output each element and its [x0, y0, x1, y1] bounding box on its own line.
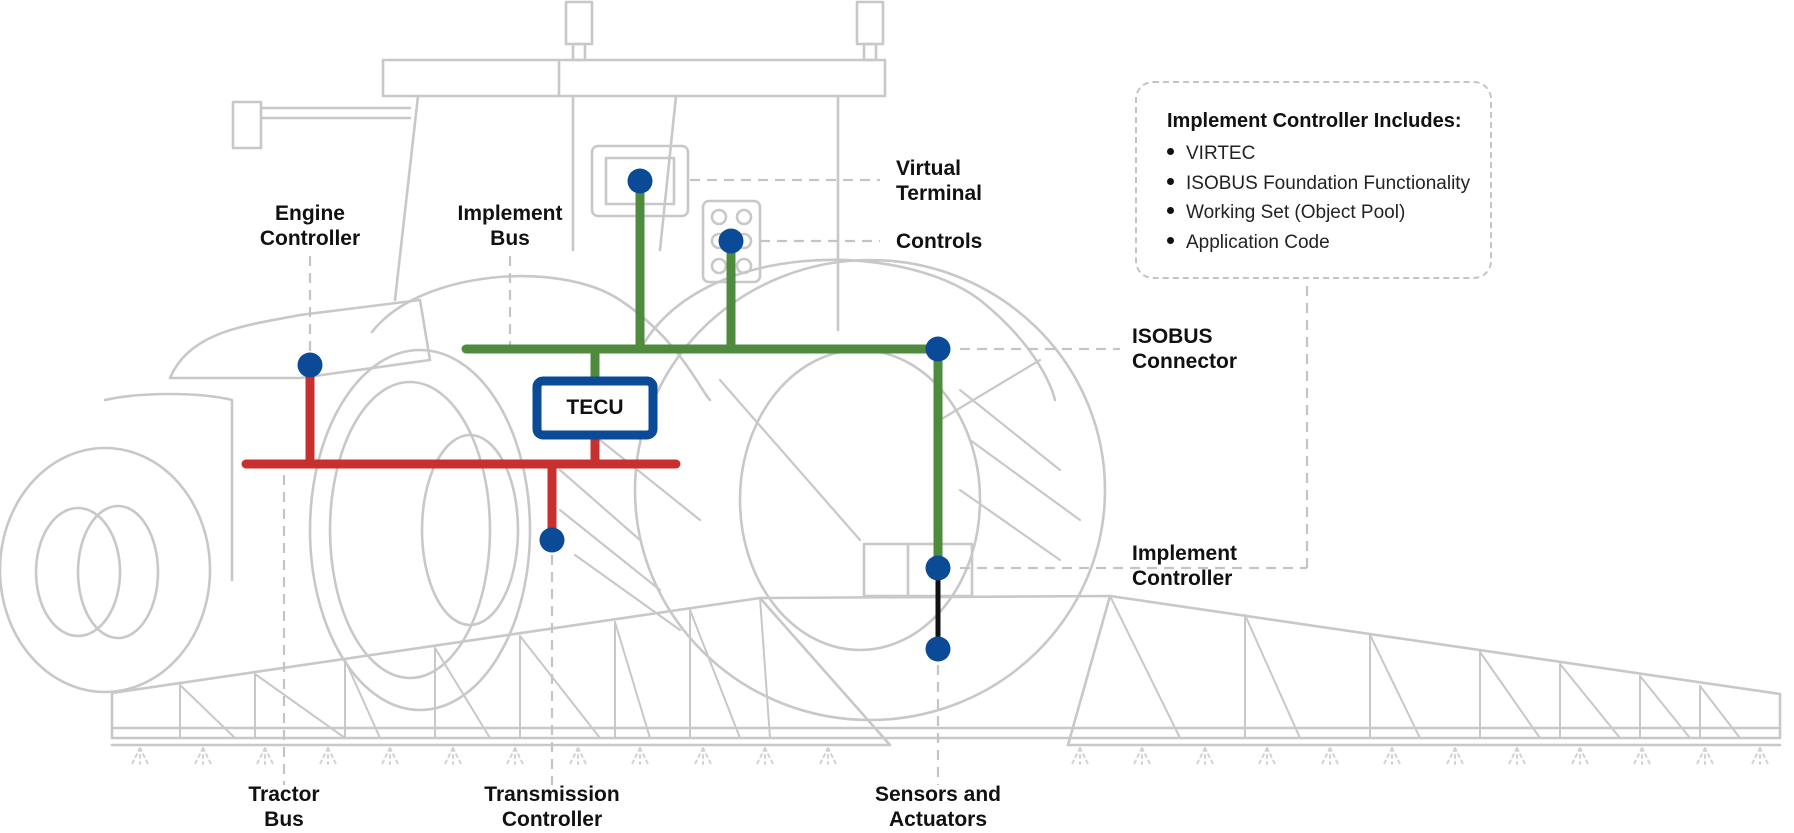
node-sensors-actuators	[925, 636, 951, 662]
rear-wheel-outer	[633, 258, 1107, 722]
node-engine-controller	[297, 352, 323, 378]
label-isobus-connector: ISOBUS Connector	[1132, 325, 1237, 373]
rear-fender	[638, 258, 1057, 402]
front-wheel-outer	[0, 446, 212, 694]
isobus-wiring	[461, 176, 943, 573]
spray-nozzles	[131, 747, 1769, 765]
label-engine-controller: Engine Controller	[259, 202, 361, 250]
bullet-icon	[1167, 207, 1174, 215]
hood	[168, 298, 432, 380]
info-box-title: Implement Controller Includes:	[1167, 110, 1462, 132]
tractor-illustration	[0, 0, 1782, 765]
label-implement-bus: Implement Bus	[457, 202, 563, 250]
node-isobus-connector	[925, 336, 951, 362]
node-controls	[718, 228, 744, 254]
info-box-item: Working Set (Object Pool)	[1167, 198, 1470, 228]
node-implement-controller	[925, 555, 951, 581]
info-box-item: ISOBUS Foundation Functionality	[1167, 169, 1470, 199]
mid-wheel-outer	[308, 348, 532, 712]
sprayer-boom	[110, 594, 1782, 747]
tecu-box	[532, 376, 658, 440]
label-implement-controller: Implement Controller	[1132, 542, 1238, 590]
cab-roof	[381, 58, 887, 98]
front-fender	[370, 274, 712, 402]
label-virtual-terminal: Virtual Terminal	[896, 157, 982, 205]
network-nodes	[297, 168, 951, 662]
node-transmission-controller	[539, 527, 565, 553]
node-virtual-terminal	[627, 168, 653, 194]
info-box-item: VIRTEC	[1167, 139, 1470, 169]
label-tractor-bus: Tractor Bus	[248, 783, 320, 831]
bullet-icon	[1167, 236, 1174, 244]
label-controls: Controls	[896, 230, 983, 253]
implement-controller-info-box	[1135, 81, 1492, 279]
info-box-item: Application Code	[1167, 228, 1470, 258]
roof-post-left	[564, 0, 594, 46]
leader-lines	[282, 178, 1309, 785]
tractor-bus-wiring	[241, 361, 681, 545]
info-box-list: VIRTEC ISOBUS Foundation Functionality W…	[1167, 139, 1470, 257]
tecu-label: TECU	[566, 396, 624, 419]
bullet-icon	[1167, 177, 1174, 185]
label-transmission-controller: Transmission Controller	[484, 783, 620, 831]
label-sensors-actuators: Sensors and Actuators	[874, 783, 1002, 831]
roof-post-right	[855, 0, 885, 46]
bullet-icon	[1167, 148, 1174, 156]
mirror	[231, 100, 263, 150]
